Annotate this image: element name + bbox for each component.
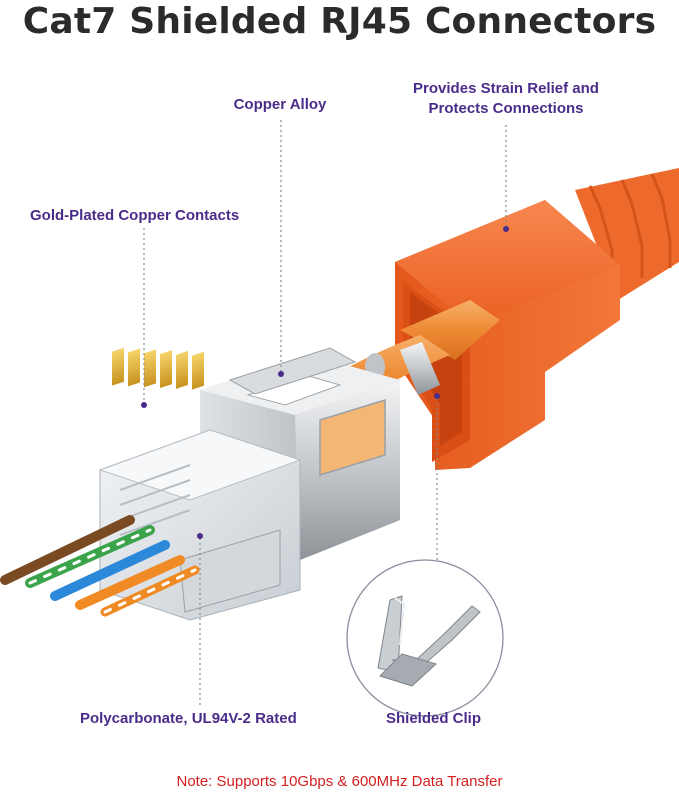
polycarbonate-label: Polycarbonate, UL94V-2 Rated	[80, 710, 297, 727]
note-text: Note: Supports 10Gbps & 600MHz Data Tran…	[176, 773, 503, 790]
wires	[0, 515, 200, 617]
shielded-clip-inset	[346, 559, 504, 717]
leader-lines	[143, 120, 507, 708]
gold-contacts	[112, 347, 204, 390]
shielded-clip-label: Shielded Clip	[386, 710, 482, 727]
copper-alloy-label: Copper Alloy	[233, 96, 327, 113]
strain-relief-label-line1: Provides Strain Relief and	[413, 80, 599, 97]
gold-contacts-label: Gold-Plated Copper Contacts	[30, 207, 240, 224]
leader-dots	[141, 226, 509, 539]
strain-relief-label-line2: Protects Connections	[428, 100, 584, 117]
page-title: Cat7 Shielded RJ45 Connectors	[22, 1, 657, 42]
boot	[395, 168, 679, 470]
